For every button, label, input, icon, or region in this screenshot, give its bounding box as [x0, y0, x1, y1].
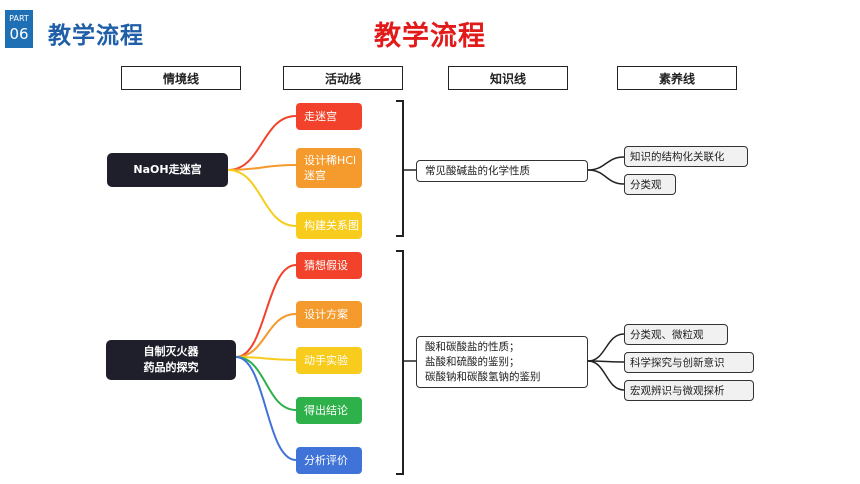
link-knowledge1-literacy1 [587, 156, 625, 171]
activity-node-relation-map: 构建关系图 [296, 212, 362, 239]
part-badge: PART 06 [5, 10, 33, 48]
situation-node-label: NaOH走迷宫 [133, 163, 202, 176]
activity-label: 设计方案 [304, 308, 348, 321]
column-header-knowledge: 知识线 [448, 66, 568, 90]
activity-node-evaluation: 分析评价 [296, 447, 362, 474]
activity-label: 构建关系图 [304, 219, 359, 232]
page-title: 教学流程 [374, 21, 486, 52]
knowledge-line: 常见酸碱盐的化学性质 [425, 165, 530, 177]
link-knowledge2-literacy1 [587, 333, 625, 362]
situation-node-extinguisher-inquiry: 自制灭火器药品的探究 [106, 340, 236, 380]
part-label: PART [9, 14, 29, 23]
link-situation2-activity2 [235, 313, 297, 358]
literacy-node-macro-micro: 宏观辨识与微观探析 [624, 380, 754, 401]
link-situation1-activity2 [227, 164, 297, 171]
activity-label: 分析评价 [304, 454, 348, 467]
activity-node-experiment: 动手实验 [296, 347, 362, 374]
activity-label: 得出结论 [304, 404, 348, 417]
activity-node-maze: 走迷宫 [296, 103, 362, 130]
link-situation1-activity3 [227, 169, 297, 227]
literacy-node-classification-view: 分类观 [624, 174, 676, 195]
link-knowledge2-literacy3 [587, 360, 625, 391]
situation-node-label: 自制灭火器药品的探究 [143, 345, 199, 374]
link-situation2-activity5 [235, 356, 297, 461]
knowledge-node-acid-base-salt: 常见酸碱盐的化学性质 [416, 160, 588, 182]
column-header-activity: 活动线 [283, 66, 403, 90]
activity-label: 走迷宫 [304, 110, 337, 123]
link-situation2-activity1 [235, 264, 297, 358]
knowledge-line: 酸和碳酸盐的性质； [425, 341, 520, 353]
activity-node-conclusion: 得出结论 [296, 397, 362, 424]
bracket-group1 [396, 100, 404, 237]
section-title: 教学流程 [48, 23, 144, 49]
literacy-node-structured-knowledge: 知识的结构化关联化 [624, 146, 748, 167]
link-situation1-activity1 [227, 115, 297, 171]
knowledge-line: 盐酸和硫酸的鉴别； [425, 356, 520, 368]
activity-node-design-plan: 设计方案 [296, 301, 362, 328]
activity-label: 动手实验 [304, 354, 348, 367]
bracket-group2 [396, 250, 404, 475]
activity-node-hypothesis: 猜想假设 [296, 252, 362, 279]
situation-node-naoh-maze: NaOH走迷宫 [107, 153, 228, 187]
link-knowledge1-literacy2 [587, 169, 625, 185]
column-header-situation: 情境线 [121, 66, 241, 90]
knowledge-node-acids-carbonates: 酸和碳酸盐的性质； 盐酸和硫酸的鉴别； 碳酸钠和碳酸氢钠的鉴别 [416, 336, 588, 388]
activity-label: 猜想假设 [304, 259, 348, 272]
part-number: 06 [9, 25, 29, 43]
literacy-node-particle-view: 分类观、微粒观 [624, 324, 728, 345]
literacy-node-scientific-inquiry: 科学探究与创新意识 [624, 352, 754, 373]
column-header-literacy: 素养线 [617, 66, 737, 90]
link-situation2-activity4 [235, 356, 297, 411]
knowledge-line: 碳酸钠和碳酸氢钠的鉴别 [425, 371, 541, 383]
